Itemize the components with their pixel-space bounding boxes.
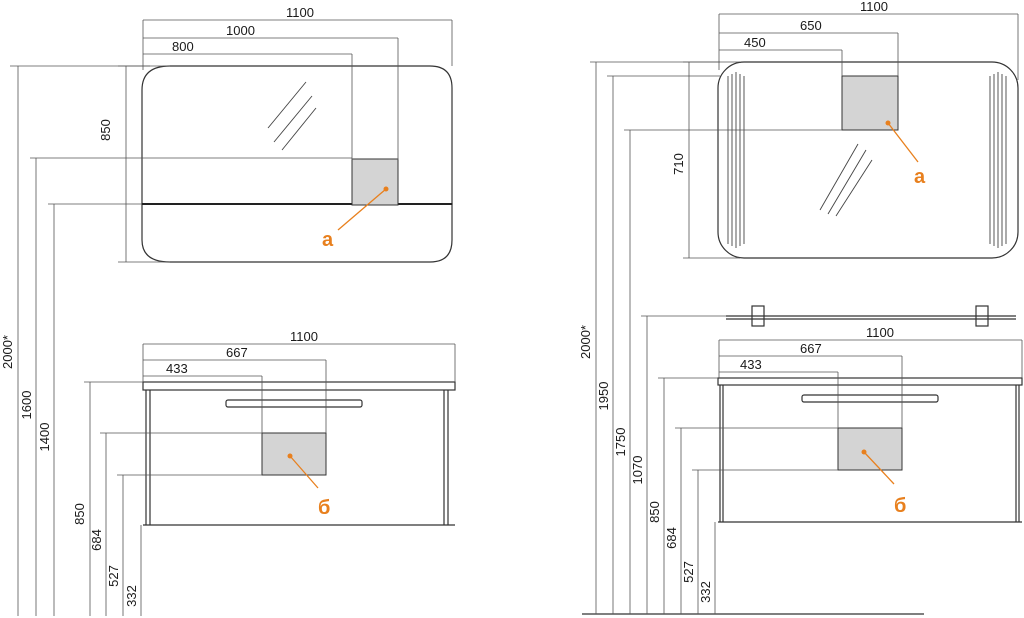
right-mirror: а [717, 61, 1019, 259]
right-cabinet-height-dimensions: 850 684 527 332 [647, 377, 838, 614]
left-cabinet: б [142, 381, 456, 526]
left-mirror-callout: а [322, 229, 334, 251]
left-height-2000: 2000* [0, 335, 15, 369]
left-cabinet-h2: 684 [89, 529, 104, 551]
right-mirror-right-light [989, 72, 1007, 248]
left-cabinet-width-dimensions: 1100 667 433 [142, 329, 456, 433]
right-mirror-height: 710 [671, 153, 686, 175]
right-height-1070: 1070 [630, 456, 645, 485]
left-mirror-height: 850 [98, 119, 113, 141]
left-mirror-height-dimension: 850 [98, 65, 170, 263]
left-floor-dimensions: 2000* 1600 1400 [0, 65, 352, 616]
right-cabinet-highlight-box [837, 427, 903, 471]
right-cabinet-h2: 684 [664, 527, 679, 549]
right-shelf [726, 305, 1016, 327]
left-cabinet-height-dimensions: 850 684 527 332 [72, 381, 262, 616]
right-height-2000: 2000* [578, 325, 593, 359]
left-drawing: а 1100 1000 800 850 2000* [0, 5, 456, 616]
right-cabinet-width-mid: 667 [800, 341, 822, 356]
left-cabinet-leader [289, 455, 319, 489]
left-mirror: а [141, 65, 453, 263]
right-height-1950: 1950 [596, 382, 611, 411]
right-mirror-height-dimension: 710 [671, 61, 740, 259]
right-floor-dimensions: 2000* 1950 1750 1070 [578, 61, 842, 614]
right-mirror-width-inner: 450 [744, 35, 766, 50]
left-mirror-leader [337, 188, 387, 231]
right-cabinet-width-inner: 433 [740, 357, 762, 372]
left-cabinet-width-total: 1100 [290, 329, 318, 344]
left-mirror-width-dimensions: 1100 1000 800 [142, 5, 453, 160]
left-mirror-width-inner: 800 [172, 39, 194, 54]
right-cabinet-leader [863, 451, 895, 485]
left-mirror-highlight-box [351, 158, 399, 206]
left-cabinet-h1: 850 [72, 503, 87, 525]
right-drawing: а 1100 650 450 710 [578, 0, 1023, 615]
left-cabinet-highlight-box [261, 432, 327, 476]
left-cabinet-width-inner: 433 [166, 361, 188, 376]
right-cabinet-h4: 332 [698, 581, 713, 603]
right-mirror-width-dimensions: 1100 650 450 [718, 0, 1019, 80]
right-cabinet-width-total: 1100 [866, 325, 894, 340]
right-cabinet-width-dimensions: 1100 667 433 [718, 325, 1023, 428]
right-mirror-leader [887, 122, 919, 163]
left-height-1600: 1600 [19, 391, 34, 420]
left-mirror-width-mid: 1000 [226, 23, 255, 38]
right-mirror-callout: а [914, 166, 926, 188]
left-height-1400: 1400 [37, 423, 52, 452]
left-cabinet-h3: 527 [106, 565, 121, 587]
right-cabinet-h3: 527 [681, 561, 696, 583]
right-cabinet-callout: б [894, 495, 906, 517]
right-cabinet-h1: 850 [647, 501, 662, 523]
right-mirror-left-light [727, 72, 745, 248]
right-height-1750: 1750 [613, 428, 628, 457]
right-mirror-width-total: 1100 [860, 0, 888, 14]
right-mirror-width-mid: 650 [800, 18, 822, 33]
right-cabinet: б [717, 377, 1023, 523]
left-cabinet-h4: 332 [124, 585, 139, 607]
left-cabinet-width-mid: 667 [226, 345, 248, 360]
left-cabinet-callout: б [318, 497, 330, 519]
left-mirror-width-total: 1100 [286, 5, 314, 20]
